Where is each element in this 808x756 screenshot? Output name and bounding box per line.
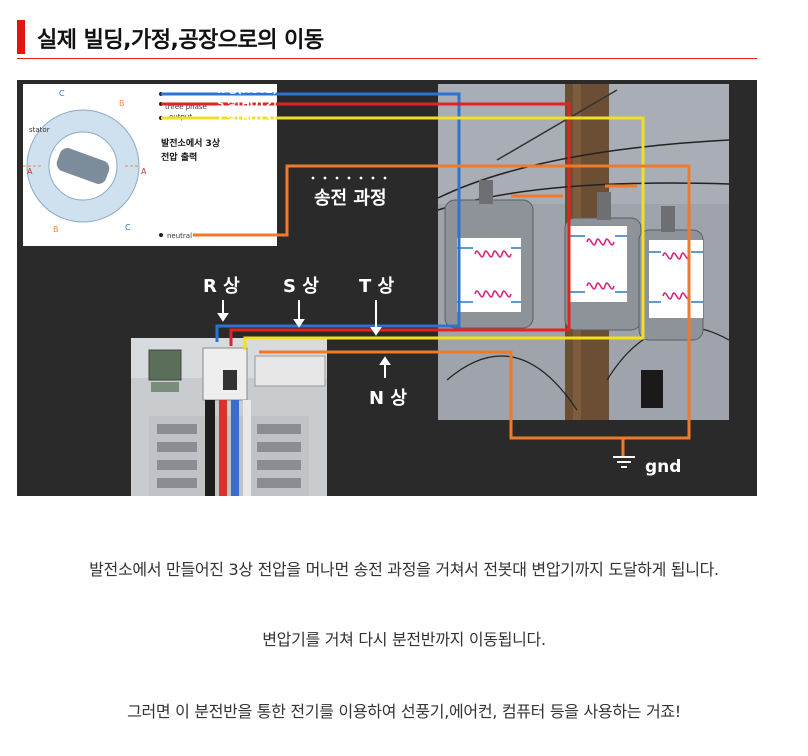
paragraph-3: 그러면 이 분전반을 통한 전기를 이용하여 선풍기,에어컨, 컴퓨터 등을 사… [0,698,808,722]
r-hot-label: R 상(HOT1) [217,83,277,96]
gnd-label: gnd [645,457,681,477]
t-hot-label: T 상(HOT3) [217,111,276,124]
gen-label-b-top: B [119,99,125,108]
gen-stator-label: stator [29,126,50,134]
r-phase-label: R 상 [203,276,240,297]
n-phase-label: N 상 [369,388,407,409]
gen-caption-2: 전압 출력 [161,151,197,163]
gen-neutral-label: neutral [167,232,192,240]
s-phase-label: S 상 [283,276,319,297]
transmission-label: 송전 과정 [314,188,387,209]
gen-label-a-left: A [27,167,33,176]
header-accent-bar [17,20,25,54]
paragraph-1: 발전소에서 만들어진 3상 전압을 머나먼 송전 과정을 거쳐서 전봇대 변압기… [0,556,808,580]
t-phase-label: T 상 [359,276,395,297]
gen-label-b-bottom: B [53,225,59,234]
utility-pole-photo [438,84,729,420]
section-header: 실제 빌딩,가정,공장으로의 이동 [17,12,757,59]
gen-caption-1: 발전소에서 3상 [161,137,221,149]
gen-label-c-bottom: C [125,223,131,232]
paragraph-2: 변압기를 거쳐 다시 분전반까지 이동됩니다. [0,626,808,650]
s-hot-label: S 상(HOT2) [217,97,277,110]
section-title: 실제 빌딩,가정,공장으로의 이동 [37,22,324,54]
power-distribution-diagram: C B A A B C stator three phase output 발전… [17,80,757,496]
gen-label-a-right: A [141,167,147,176]
distribution-panel-photo [131,338,327,496]
gen-label-c-top: C [59,89,65,98]
